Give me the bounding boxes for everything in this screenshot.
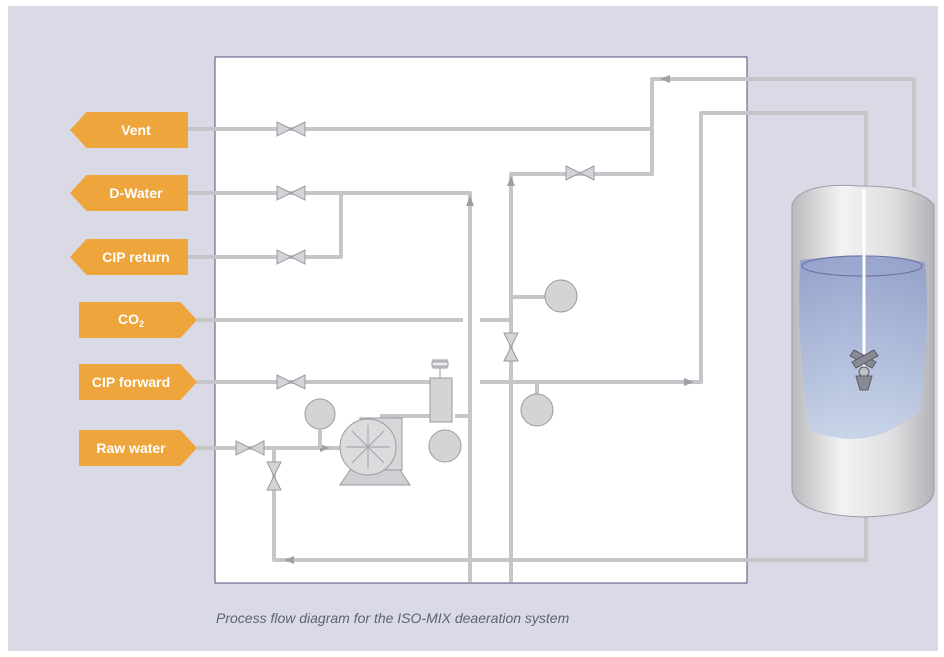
pipe-return	[272, 448, 868, 562]
pipe-vent	[188, 77, 916, 187]
valves	[235, 121, 595, 491]
pipe-cip-return	[188, 193, 343, 259]
flow-arrows	[284, 75, 694, 564]
label-cip-forward-text: CIP forward	[91, 374, 171, 390]
label-d-water: D-Water	[70, 175, 188, 211]
valve-cip-forward	[276, 374, 293, 390]
pipe-to-tank	[480, 111, 868, 384]
label-raw-water: Raw water	[79, 430, 197, 466]
control-valve	[429, 359, 453, 423]
label-cip-return-text: CIP return	[102, 249, 170, 265]
label-cip-return: CIP return	[70, 239, 188, 275]
gauge-upper	[544, 279, 578, 313]
figure-caption: Process flow diagram for the ISO-MIX dea…	[216, 610, 570, 626]
valve-vent	[276, 121, 293, 137]
valve-vertical-mid	[503, 332, 519, 349]
label-cip-forward: CIP forward	[79, 364, 197, 400]
tank-agitator	[849, 349, 879, 391]
deaeration-tank	[791, 184, 935, 518]
valve-upper-branch	[565, 165, 582, 181]
valve-raw-water	[235, 440, 252, 456]
label-vent-text: Vent	[121, 122, 151, 138]
valve-vertical-return	[266, 461, 282, 478]
label-vent: Vent	[70, 112, 188, 148]
label-co2: CO2	[79, 302, 197, 338]
gauge-pump-inlet	[304, 398, 336, 430]
gauge-meter	[520, 393, 554, 427]
instruments	[304, 279, 578, 463]
label-raw-water-text: Raw water	[96, 440, 166, 456]
pump	[339, 417, 411, 486]
label-co2-text: CO2	[117, 311, 144, 329]
gauge-pump-side	[428, 429, 462, 463]
label-d-water-text: D-Water	[109, 185, 163, 201]
valve-d-water	[276, 185, 293, 201]
valve-cip-return	[276, 249, 293, 265]
